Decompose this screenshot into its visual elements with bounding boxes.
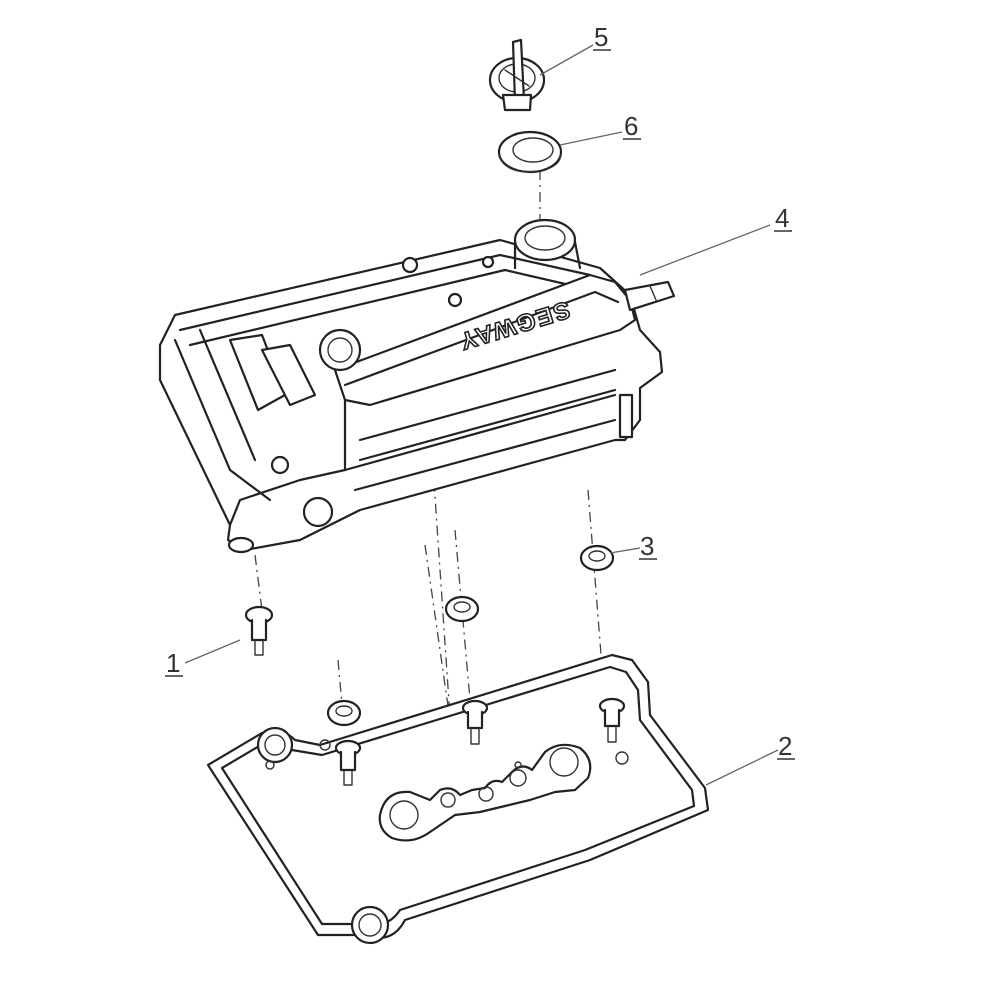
callout-4: 4 [774, 203, 792, 233]
callout-label-3: 3 [640, 531, 654, 561]
grommet-left [326, 699, 362, 727]
leader-lines [184, 44, 779, 786]
oil-filler-cap [488, 38, 546, 112]
callout-label-2: 2 [778, 731, 792, 761]
callout-label-5: 5 [594, 22, 608, 52]
callout-5: 5 [593, 22, 611, 52]
callout-6: 6 [623, 111, 641, 141]
callout-label-6: 6 [624, 111, 638, 141]
callout-1: 1 [165, 648, 183, 678]
callout-2: 2 [777, 731, 795, 761]
o-ring [497, 130, 563, 174]
callout-label-4: 4 [775, 203, 789, 233]
gasket [206, 653, 710, 945]
valve-cover: SEGWAY [158, 218, 676, 554]
bolt-right [598, 697, 626, 743]
grommet-right [579, 544, 615, 572]
bolt-left [244, 605, 274, 656]
callout-label-1: 1 [166, 648, 180, 678]
grommet-center [444, 595, 480, 623]
bolt-mid-1 [334, 739, 362, 786]
bolt-mid-2 [461, 699, 489, 745]
callout-3: 3 [639, 531, 657, 561]
